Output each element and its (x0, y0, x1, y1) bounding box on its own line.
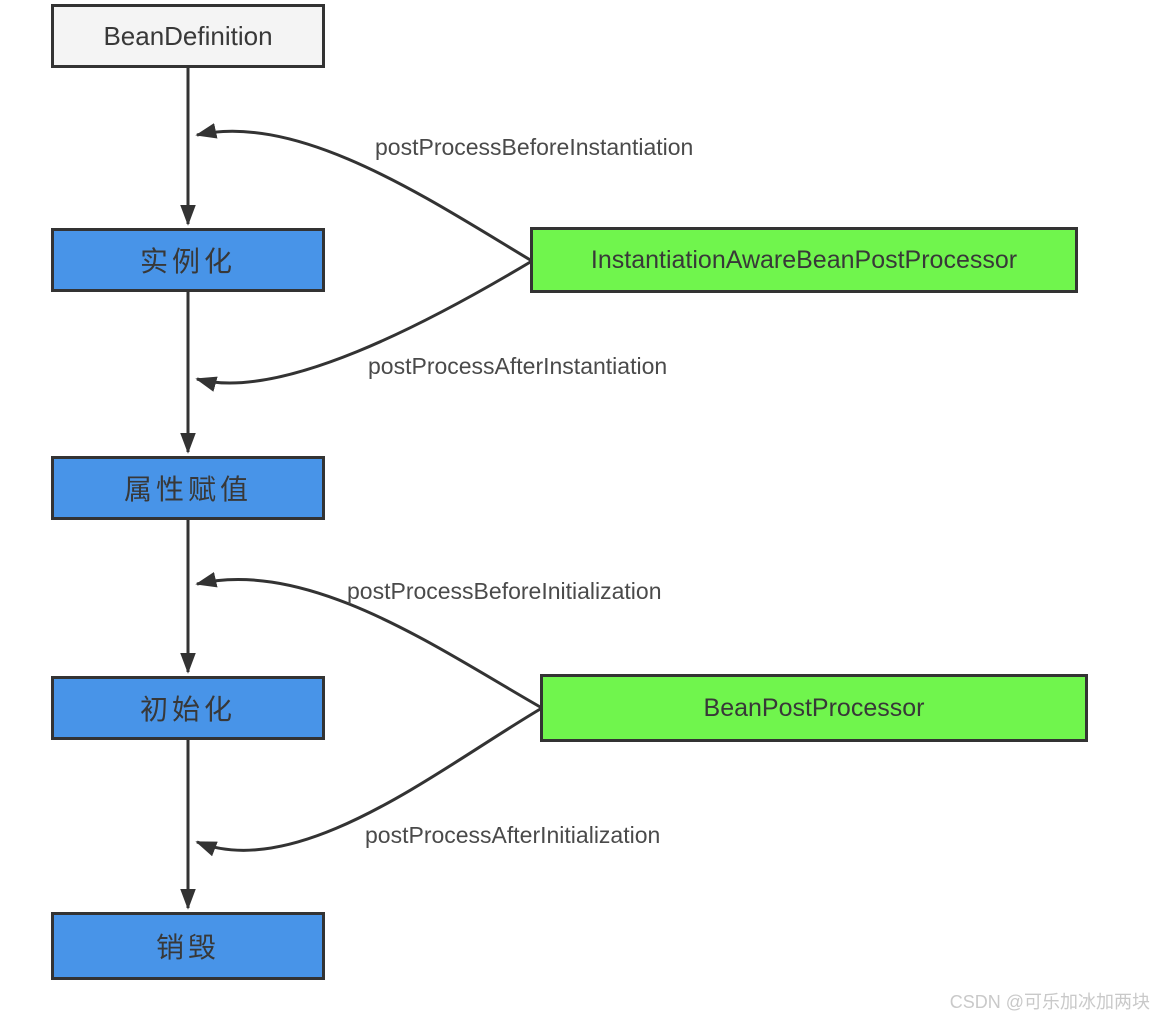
edge-label-post-process-before-instantiation: postProcessBeforeInstantiation (375, 134, 694, 160)
node-destroy: 销毁 (51, 912, 325, 980)
node-instantiation-aware-bean-post-processor: InstantiationAwareBeanPostProcessor (530, 227, 1078, 293)
node-bean-definition: BeanDefinition (51, 4, 325, 68)
node-property-assignment: 属性赋值 (51, 456, 325, 520)
node-initialization: 初始化 (51, 676, 325, 740)
node-bean-post-processor: BeanPostProcessor (540, 674, 1088, 742)
csdn-watermark: CSDN @可乐加冰加两块 (949, 992, 1150, 1012)
edge-label-post-process-after-initialization: postProcessAfterInitialization (365, 822, 661, 848)
edge-label-post-process-after-instantiation: postProcessAfterInstantiation (368, 353, 668, 379)
edge-label-post-process-before-initialization: postProcessBeforeInitialization (347, 578, 662, 604)
node-instantiation: 实例化 (51, 228, 325, 292)
